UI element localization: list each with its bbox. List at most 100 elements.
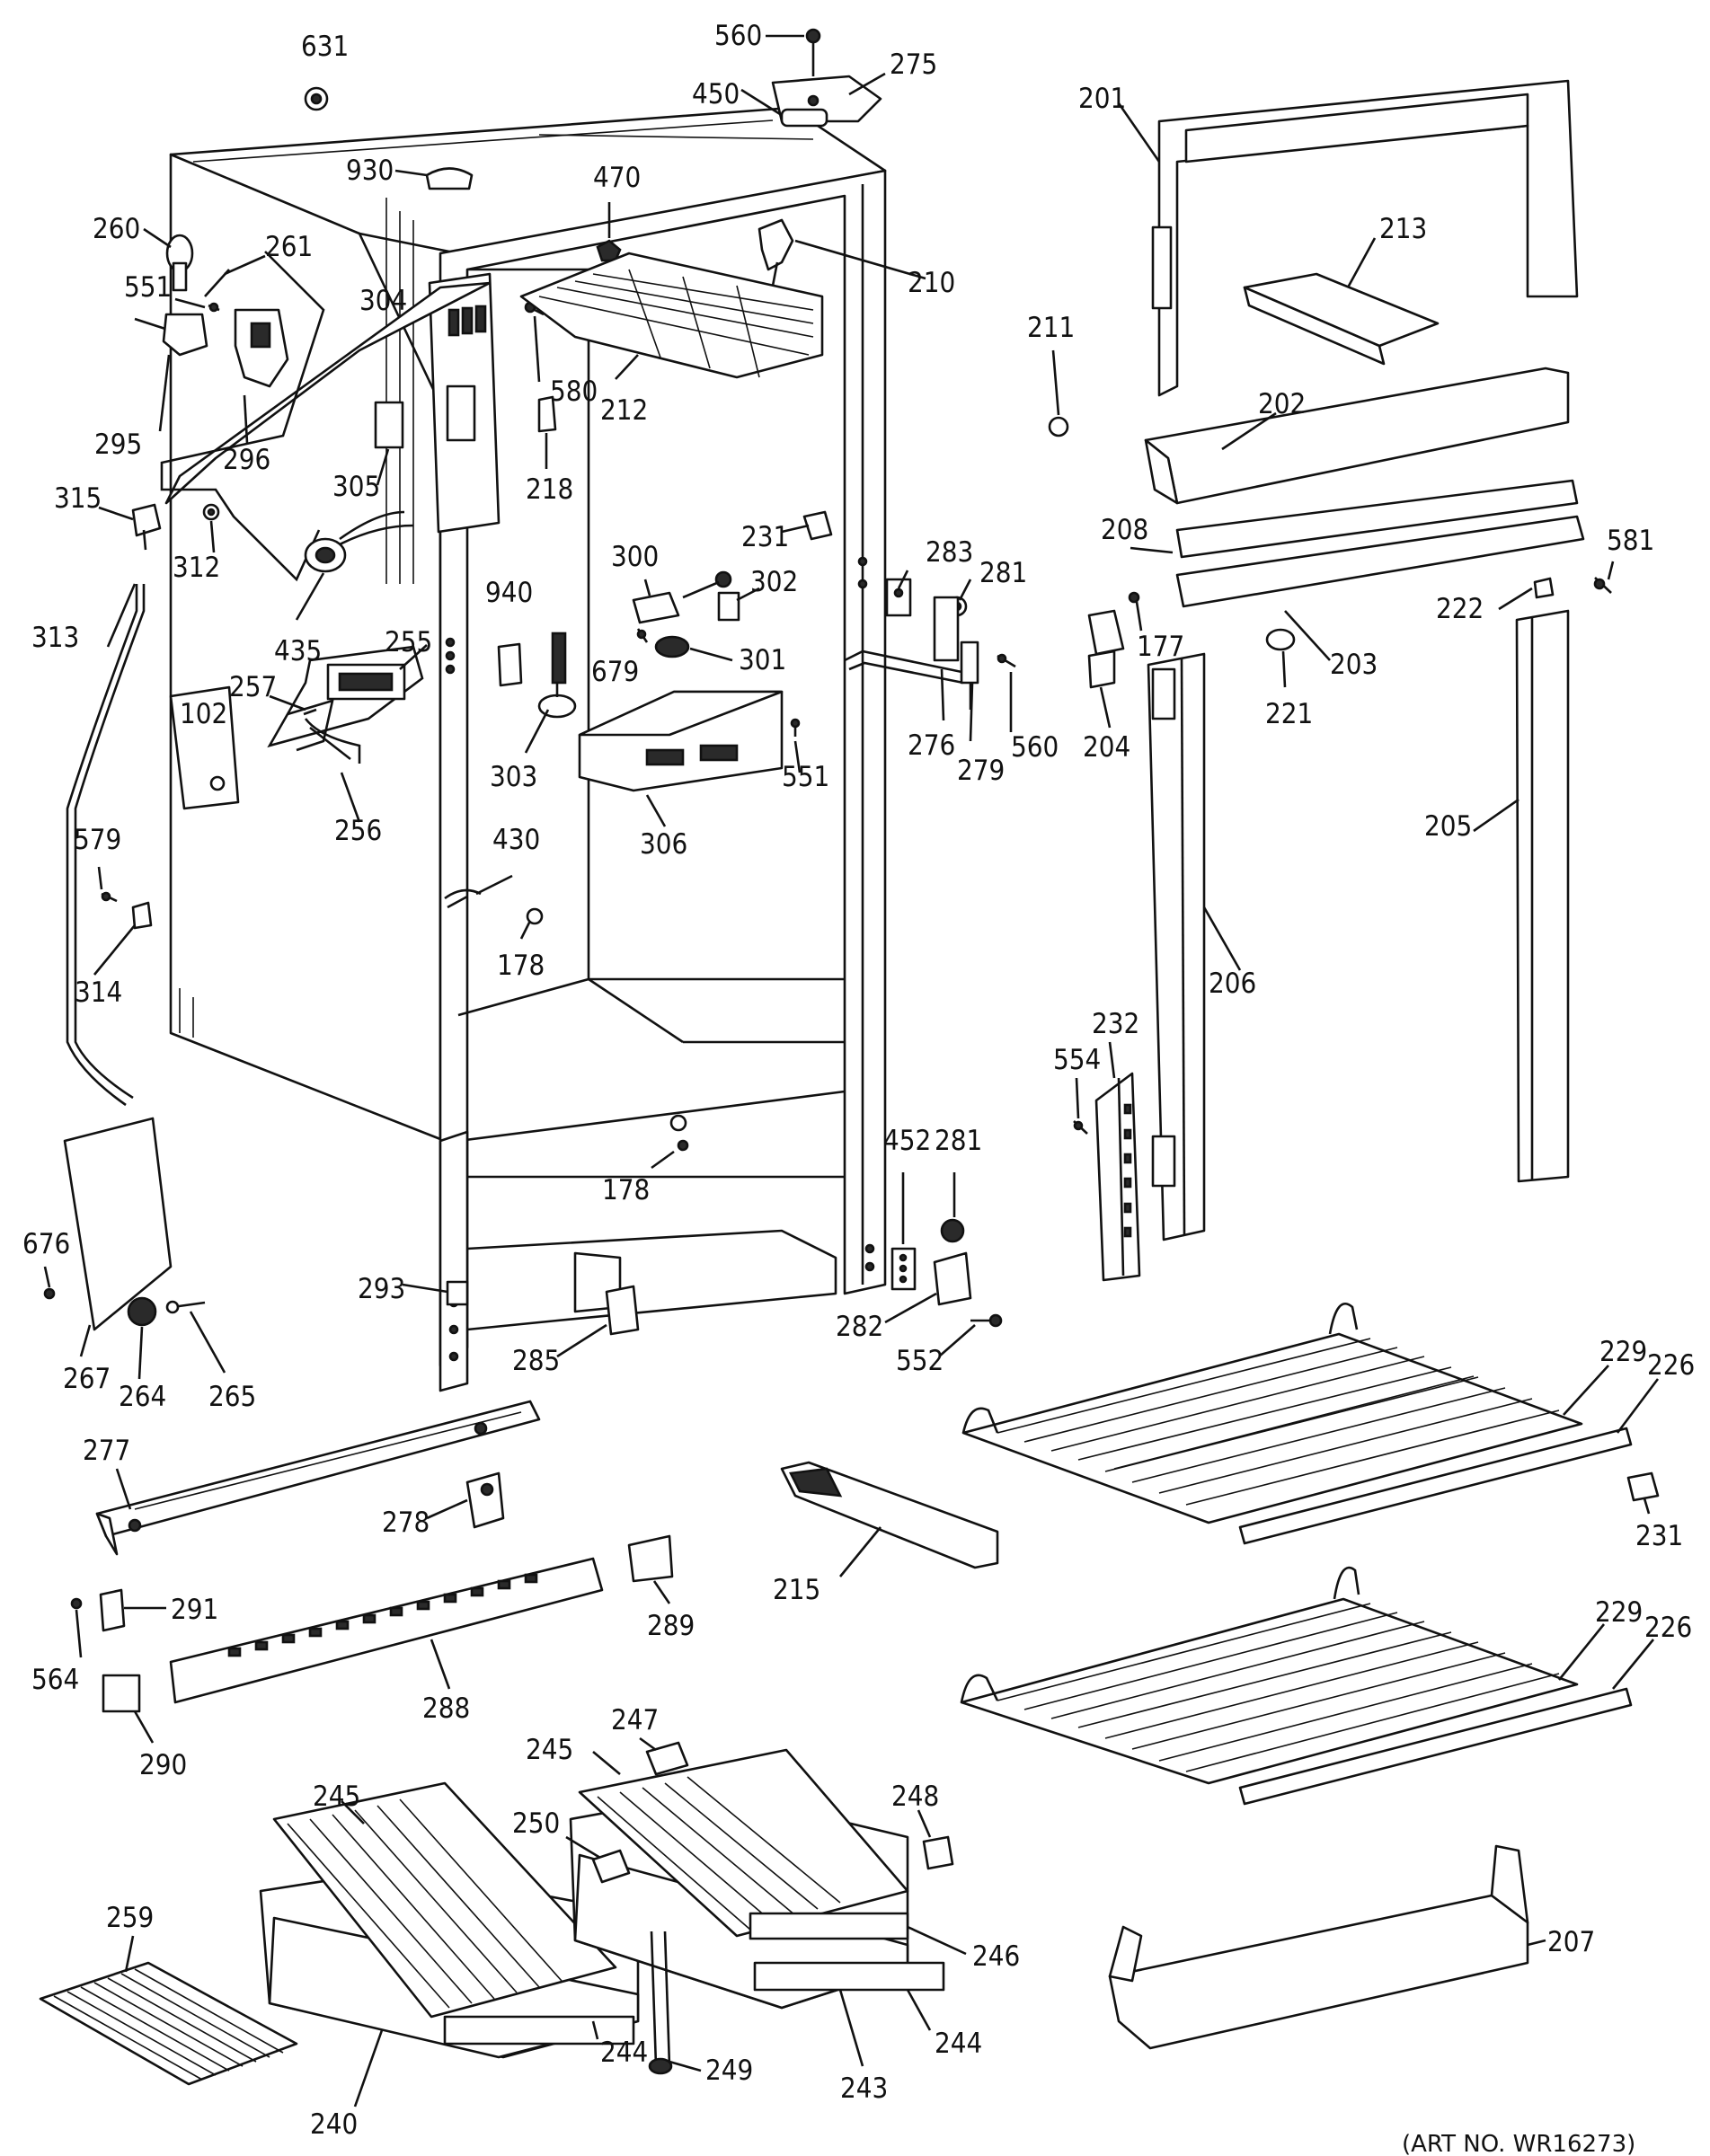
part-label: 245: [313, 1780, 360, 1813]
part-label: 288: [422, 1692, 470, 1725]
part-label: 305: [332, 471, 380, 503]
part-label: 222: [1436, 593, 1484, 625]
part-label: 212: [600, 394, 648, 427]
part-label: 231: [1635, 1520, 1683, 1552]
part-label: 295: [94, 429, 142, 461]
part-label: 930: [346, 155, 394, 187]
part-label: 202: [1258, 388, 1306, 420]
part-label: 276: [908, 729, 955, 762]
part-label: 560: [1011, 731, 1059, 764]
part-label: 211: [1027, 312, 1075, 344]
part-label: 302: [750, 566, 798, 598]
leader-lines: [43, 34, 1660, 2107]
part-label: 551: [782, 761, 829, 793]
part-label: 208: [1101, 514, 1148, 546]
part-label: 229: [1595, 1596, 1643, 1629]
part-label: 248: [891, 1780, 939, 1813]
part-label: 452: [883, 1125, 931, 1157]
part-label: 312: [173, 552, 220, 584]
part-label: 304: [359, 285, 407, 317]
part-label: 554: [1053, 1044, 1101, 1076]
part-label: 232: [1092, 1008, 1139, 1040]
part-label: 244: [935, 2028, 982, 2060]
part-label: 552: [896, 1345, 944, 1377]
part-label: 218: [526, 473, 573, 506]
part-label: 226: [1647, 1349, 1695, 1382]
control-housing-304: [164, 272, 501, 534]
part-label: 267: [63, 1363, 111, 1395]
art-number: (ART NO. WR16273): [1402, 2131, 1635, 2156]
part-label: 177: [1137, 631, 1184, 663]
part-label: 676: [22, 1228, 70, 1260]
part-label: 261: [265, 231, 313, 263]
part-label: 313: [31, 622, 79, 654]
part-label: 229: [1599, 1336, 1647, 1368]
part-label: 275: [890, 49, 937, 81]
part-label: 255: [385, 626, 432, 658]
part-label: 301: [739, 644, 786, 676]
part-label: 201: [1078, 83, 1126, 115]
part-label: 213: [1379, 213, 1427, 245]
part-label: 631: [301, 31, 349, 63]
part-label: 247: [611, 1704, 659, 1736]
part-label: 243: [840, 2072, 888, 2105]
part-label: 551: [124, 271, 172, 304]
part-label: 206: [1209, 968, 1256, 1000]
part-label: 102: [180, 698, 227, 730]
part-label: 256: [334, 815, 382, 847]
part-label: 579: [74, 824, 121, 856]
part-label: 580: [550, 376, 598, 408]
part-label: 246: [972, 1940, 1020, 1973]
part-label: 314: [75, 976, 122, 1009]
part-label: 285: [512, 1345, 560, 1377]
part-label: 296: [223, 444, 270, 476]
part-label: 205: [1424, 810, 1472, 843]
door: [771, 28, 1660, 2050]
part-label: 215: [773, 1574, 820, 1606]
part-label: 257: [229, 671, 277, 703]
part-label: 226: [1644, 1612, 1692, 1644]
part-label: 293: [358, 1273, 405, 1305]
part-label: 245: [526, 1734, 573, 1766]
part-label: 303: [490, 761, 537, 793]
part-label: 430: [492, 824, 540, 856]
part-label: 260: [93, 213, 140, 245]
part-label: 178: [602, 1174, 650, 1206]
part-label: 435: [274, 635, 322, 667]
part-label: 240: [310, 2108, 358, 2141]
part-label: 265: [208, 1381, 256, 1413]
part-label: 231: [741, 521, 789, 553]
parts-left: [43, 86, 999, 1713]
part-label: 450: [692, 78, 740, 110]
part-label: 289: [647, 1610, 695, 1642]
part-label: 470: [593, 162, 641, 194]
part-label: 250: [512, 1807, 560, 1840]
part-label: 291: [171, 1594, 218, 1626]
part-label: 244: [600, 2037, 648, 2069]
part-label: 283: [926, 536, 973, 569]
part-label: 279: [957, 755, 1005, 787]
part-label: 221: [1265, 698, 1313, 730]
part-label: 204: [1083, 731, 1130, 764]
part-label: 564: [31, 1664, 79, 1696]
cabinet: [169, 106, 887, 1392]
part-labels: 631 560 275 450 201 930 470 260 261 210 …: [22, 20, 1695, 2141]
part-label: 940: [485, 577, 533, 609]
part-label: 290: [139, 1749, 187, 1781]
part-label: 277: [83, 1435, 130, 1467]
part-label: 259: [106, 1902, 154, 1934]
part-label: 210: [908, 267, 955, 299]
part-label: 315: [54, 482, 102, 515]
part-label: 264: [119, 1381, 166, 1413]
part-label: 203: [1330, 649, 1378, 681]
crispers: [39, 1741, 954, 2086]
part-label: 249: [705, 2054, 753, 2087]
part-label: 278: [382, 1507, 430, 1539]
part-label: 306: [640, 828, 687, 861]
part-label: 581: [1607, 525, 1654, 557]
part-label: 679: [591, 656, 639, 688]
part-label: 281: [935, 1125, 982, 1157]
part-label: 560: [714, 20, 762, 52]
part-label: 281: [979, 557, 1027, 589]
